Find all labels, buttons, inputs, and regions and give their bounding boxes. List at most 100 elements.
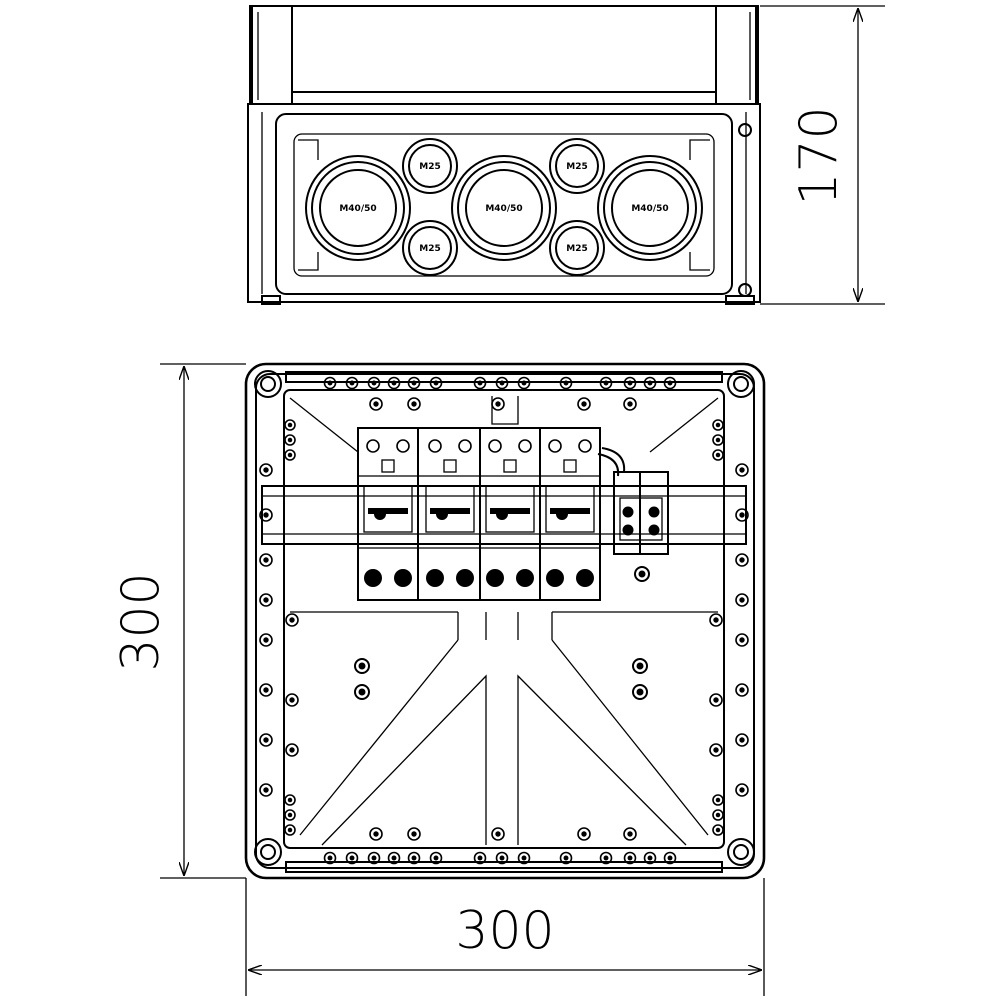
front-lid: [249, 5, 759, 105]
screw: [663, 851, 677, 865]
screw: [712, 824, 724, 836]
spd-terminal-bottom: [456, 569, 474, 587]
cable-glands: M40/50 M40/50 M40/50 M25 M25 M25: [305, 138, 703, 276]
top-view: [244, 362, 766, 880]
screw: [259, 733, 273, 747]
gland-label: M40/50: [339, 204, 376, 214]
spd-bar: [430, 508, 470, 514]
screw: [517, 851, 531, 865]
screw: [259, 633, 273, 647]
screw: [712, 809, 724, 821]
gland-label: M25: [419, 162, 440, 172]
spd-terminal-top: [578, 439, 592, 453]
screw: [259, 508, 273, 522]
spd-insert: [425, 485, 475, 533]
gland-small-top-right: M25: [549, 138, 605, 194]
screw: [623, 851, 637, 865]
spd-terminal-top: [488, 439, 502, 453]
dimension-label-width-top: 300: [455, 901, 554, 961]
screw: [345, 376, 359, 390]
top-width-dimension: 300: [245, 878, 765, 996]
screw: [663, 376, 677, 390]
spd-insert: [485, 485, 535, 533]
mounting-plate: [283, 389, 725, 849]
screw: [473, 376, 487, 390]
screw: [495, 851, 509, 865]
screw: [407, 827, 421, 841]
screw: [367, 376, 381, 390]
gland-small-top-left: M25: [402, 138, 458, 194]
screw: [577, 397, 591, 411]
spd-terminal-bottom: [576, 569, 594, 587]
screw: [284, 434, 296, 446]
screw: [735, 783, 749, 797]
screw: [284, 794, 296, 806]
spd-bar: [490, 508, 530, 514]
surge-protection-modules: [357, 427, 601, 601]
screw: [259, 463, 273, 477]
spd-indicator-window: [443, 459, 457, 473]
gland-large-center: M40/50: [451, 155, 557, 261]
screw: [712, 449, 724, 461]
screw: [735, 553, 749, 567]
screw: [491, 397, 505, 411]
screw: [345, 851, 359, 865]
screw: [259, 553, 273, 567]
screw: [735, 508, 749, 522]
screw: [284, 449, 296, 461]
top-outer-shell: [244, 362, 766, 880]
spd-bar: [368, 508, 408, 514]
gland-label: M40/50: [485, 204, 522, 214]
screw: [387, 376, 401, 390]
screw: [712, 419, 724, 431]
screw: [285, 743, 299, 757]
screw: [259, 683, 273, 697]
spd-terminal-top: [366, 439, 380, 453]
spd-terminal-top: [518, 439, 532, 453]
screw: [735, 633, 749, 647]
gland-label: M25: [419, 244, 440, 254]
screw: [712, 434, 724, 446]
screw: [599, 376, 613, 390]
front-height-dimension: 170: [760, 5, 885, 305]
screw: [369, 827, 383, 841]
screw: [559, 376, 573, 390]
screw: [623, 827, 637, 841]
screw: [623, 376, 637, 390]
screw: [284, 419, 296, 431]
screw: [407, 397, 421, 411]
spd-terminal-bottom: [364, 569, 382, 587]
screw: [323, 851, 337, 865]
spd-indicator-window: [563, 459, 577, 473]
edge-screw-rows: [323, 376, 677, 865]
spd-insert: [363, 485, 413, 533]
spd-terminal-top: [428, 439, 442, 453]
screw: [643, 851, 657, 865]
screw: [735, 733, 749, 747]
screw: [491, 827, 505, 841]
screw: [735, 463, 749, 477]
spd-terminal-bottom: [486, 569, 504, 587]
gland-small-bottom-left: M25: [402, 220, 458, 276]
spd-terminal-bottom: [546, 569, 564, 587]
screw: [407, 851, 421, 865]
gland-label: M25: [566, 162, 587, 172]
screw: [429, 376, 443, 390]
corner-screws: [254, 370, 755, 866]
spd-indicator-window: [381, 459, 395, 473]
gland-label: M40/50: [631, 204, 668, 214]
spd-terminal-top: [458, 439, 472, 453]
screw: [369, 397, 383, 411]
front-view: [247, 5, 761, 305]
screw: [559, 851, 573, 865]
screw: [284, 824, 296, 836]
screw: [709, 743, 723, 757]
spd-terminal-bottom: [516, 569, 534, 587]
screw: [735, 593, 749, 607]
terminal-block: [597, 447, 669, 582]
screw: [407, 376, 421, 390]
screw: [599, 851, 613, 865]
spd-terminal-top: [548, 439, 562, 453]
screw: [259, 593, 273, 607]
